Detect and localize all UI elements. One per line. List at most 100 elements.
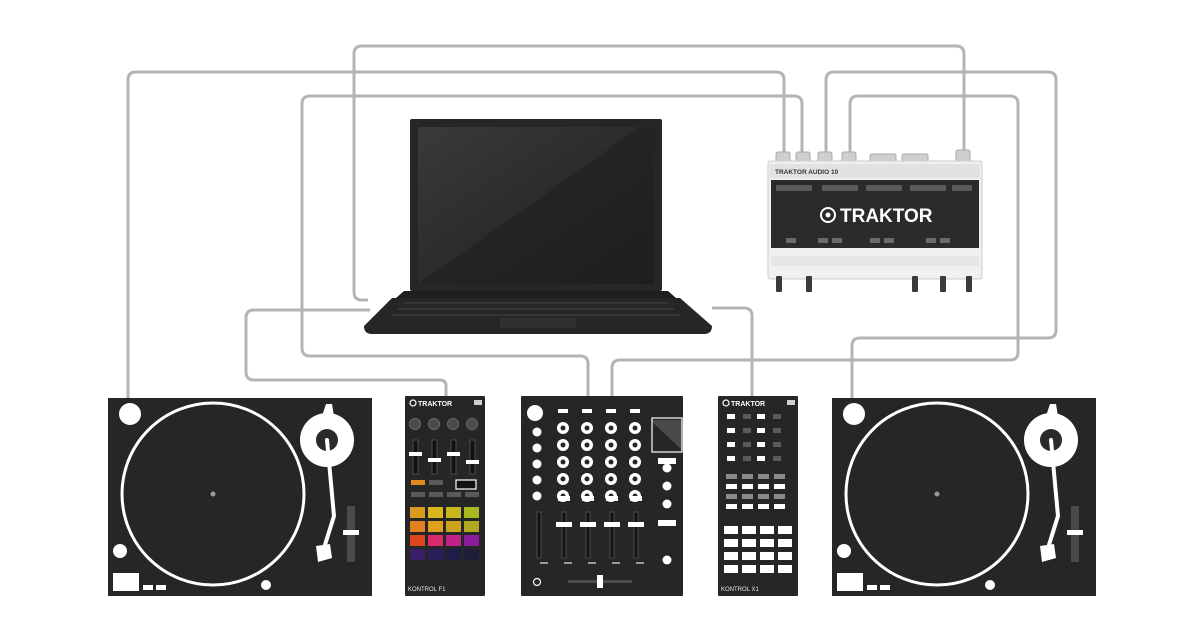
x1-transport-button xyxy=(778,539,792,547)
f1-pad xyxy=(410,521,425,532)
turntable-right-light xyxy=(837,544,851,558)
cable-mixer-to-interface-b xyxy=(610,94,1020,398)
x1-button xyxy=(774,504,785,509)
x1-top-label: TRAKTOR xyxy=(731,401,765,408)
mixer-knob-center xyxy=(632,425,638,431)
x1-bottom-label: KONTROL X1 xyxy=(721,587,759,593)
mixer-channel-fader-caps xyxy=(556,522,644,527)
mixer-fx-panel xyxy=(650,420,682,450)
interface-foot-strip xyxy=(771,256,979,266)
traktor-logo-icon xyxy=(820,207,836,223)
f1-top-label: TRAKTOR xyxy=(418,401,452,408)
f1-pad xyxy=(464,549,479,560)
x1-knob-mark xyxy=(727,414,735,419)
f1-pad xyxy=(428,549,443,560)
x1-knob-mark xyxy=(743,442,751,447)
mixer-knob-center xyxy=(560,476,566,482)
mixer-top-buttons xyxy=(558,409,640,413)
laptop-trackpad xyxy=(500,318,576,328)
laptop-base xyxy=(364,298,712,334)
laptop-screen-reflection xyxy=(418,127,654,284)
mixer-knob-center xyxy=(560,425,566,431)
f1-pad xyxy=(446,535,461,546)
cable-mixer-to-interface-a xyxy=(300,94,804,398)
mixer-side-knob xyxy=(532,443,542,453)
interface-header-label: TRAKTOR AUDIO 10 xyxy=(775,169,839,176)
x1-transport-button xyxy=(778,552,792,560)
f1-pad xyxy=(446,507,461,518)
x1-control-grid xyxy=(724,414,792,573)
turntable-left-button-33 xyxy=(143,585,153,590)
turntable-left-button-45 xyxy=(156,585,166,590)
f1-pad xyxy=(410,507,425,518)
turntable-right xyxy=(832,398,1096,596)
f1-fader-caps xyxy=(409,452,479,464)
turntable-right-spindle xyxy=(934,491,940,497)
f1-pad xyxy=(446,521,461,532)
mixer-knob-center xyxy=(608,442,614,448)
interface-top-connectors xyxy=(775,149,971,163)
f1-function-buttons xyxy=(411,480,479,497)
mixer-side-knob xyxy=(532,427,542,437)
turntable-right-light-small xyxy=(985,580,995,590)
x1-transport-button xyxy=(724,539,738,547)
turntable-right-headshell xyxy=(1040,544,1056,562)
mixer-right-knobs xyxy=(662,463,672,565)
f1-pad xyxy=(464,507,479,518)
turntable-right-speed-button xyxy=(837,573,863,591)
mixer-knob-center xyxy=(584,425,590,431)
mixer-knob-center xyxy=(632,442,638,448)
x1-transport-button xyxy=(760,552,774,560)
cable-left-turntable xyxy=(126,70,786,398)
x1-button xyxy=(726,484,737,489)
turntable-right-pitch-fader xyxy=(1067,530,1083,535)
traktor-logo-icon-dot xyxy=(825,212,831,218)
x1-button xyxy=(726,474,737,479)
controller-x1: TRAKTOR KONTROL X1 xyxy=(718,396,798,596)
x1-button xyxy=(742,484,753,489)
x1-knob-mark xyxy=(743,456,751,461)
x1-knob-mark xyxy=(727,456,735,461)
x1-transport-button xyxy=(724,565,738,573)
mixer-pan-marks xyxy=(540,562,644,564)
x1-transport-button xyxy=(778,526,792,534)
x1-button xyxy=(774,494,785,499)
f1-pad xyxy=(464,521,479,532)
x1-transport-button xyxy=(742,565,756,573)
turntable-left-light-small xyxy=(261,580,271,590)
x1-logo-icon xyxy=(722,399,730,407)
x1-button xyxy=(726,504,737,509)
x1-knob-mark xyxy=(773,428,781,433)
mixer-knob-center xyxy=(584,442,590,448)
x1-transport-button xyxy=(742,539,756,547)
x1-knob-mark xyxy=(773,456,781,461)
turntable-right-tonearm xyxy=(1046,438,1061,550)
interface-knobs xyxy=(776,276,972,292)
f1-pad xyxy=(428,535,443,546)
mixer-knob-center xyxy=(584,459,590,465)
mixer-knob-center xyxy=(560,442,566,448)
x1-knob-mark xyxy=(773,442,781,447)
interface-panel xyxy=(771,180,979,248)
interface-header-strip xyxy=(770,164,980,178)
x1-transport-button xyxy=(742,552,756,560)
cables xyxy=(126,44,1058,398)
x1-button xyxy=(774,474,785,479)
f1-pad xyxy=(428,521,443,532)
mixer-knob-center xyxy=(632,459,638,465)
x1-knob-mark xyxy=(727,428,735,433)
x1-button xyxy=(726,494,737,499)
interface-input-jacks xyxy=(776,185,972,191)
mixer-side-knob xyxy=(532,459,542,469)
turntable-left-tonearm xyxy=(322,438,337,550)
x1-usb-port xyxy=(787,400,795,405)
turntable-left-light xyxy=(113,544,127,558)
mixer-knob-center xyxy=(560,459,566,465)
x1-button xyxy=(742,494,753,499)
turntable-left-speed-button xyxy=(113,573,139,591)
x1-knob-mark xyxy=(743,414,751,419)
x1-knob-mark xyxy=(757,414,765,419)
x1-knob-mark xyxy=(757,428,765,433)
cable-laptop-to-interface xyxy=(352,44,966,302)
